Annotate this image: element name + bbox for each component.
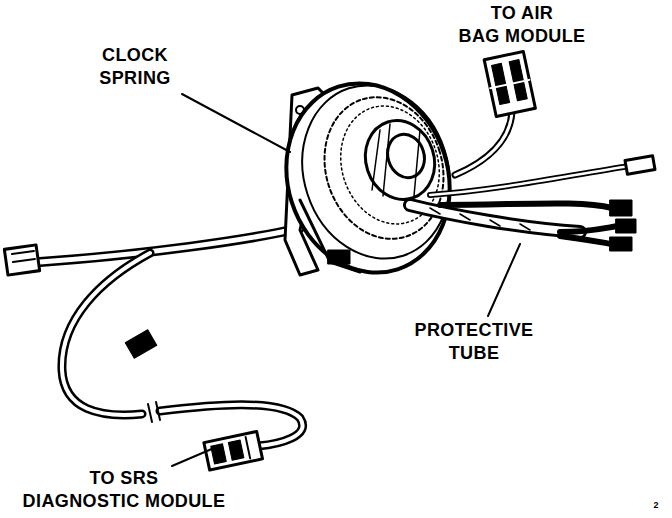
part-label: CLOCK SPRING <box>99 44 170 90</box>
part-label: TO AIR BAG MODULE <box>459 2 586 48</box>
part-label: PROTECTIVE TUBE <box>414 319 533 365</box>
leader-line <box>488 244 520 316</box>
leader-line <box>182 94 290 152</box>
figure-number: 2 <box>653 500 658 510</box>
part-label: TO SRS DIAGNOSTIC MODULE <box>23 467 226 513</box>
leader-line <box>172 448 214 466</box>
